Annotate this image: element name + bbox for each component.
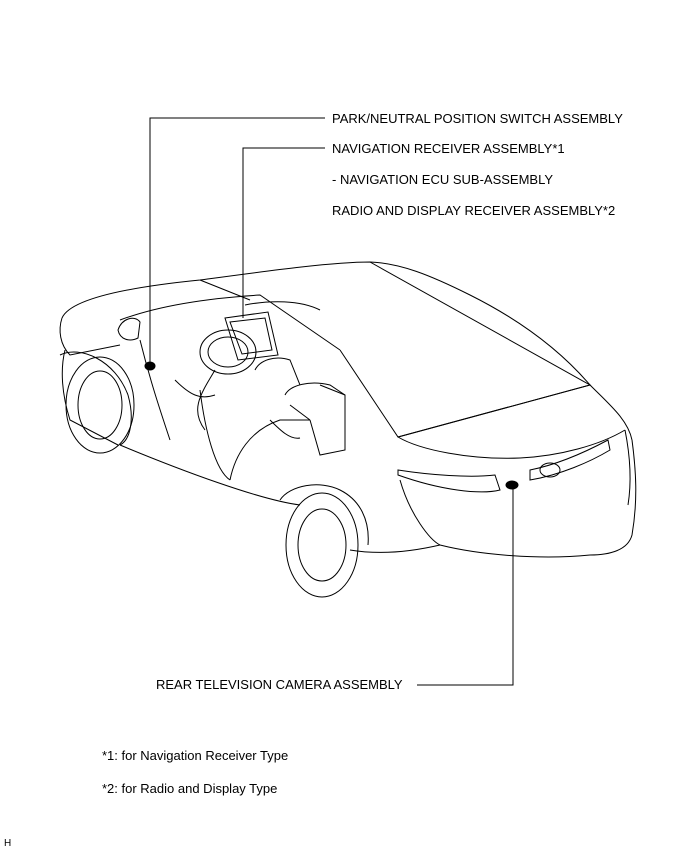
callout-navigation-receiver: NAVIGATION RECEIVER ASSEMBLY*1 [332,141,565,156]
callout-park-neutral-switch: PARK/NEUTRAL POSITION SWITCH ASSEMBLY [332,111,623,126]
footnote-navigation-type: *1: for Navigation Receiver Type [102,748,289,763]
callout-navigation-ecu: - NAVIGATION ECU SUB-ASSEMBLY [332,172,554,187]
footnote-radio-display-type: *2: for Radio and Display Type [102,781,278,796]
car-body-outline [59,261,637,598]
callout-rear-television-camera: REAR TELEVISION CAMERA ASSEMBLY [156,677,403,692]
callout-radio-display-receiver: RADIO AND DISPLAY RECEIVER ASSEMBLY*2 [332,203,616,218]
leader-lines [149,117,514,686]
corner-tag: H [4,838,12,849]
